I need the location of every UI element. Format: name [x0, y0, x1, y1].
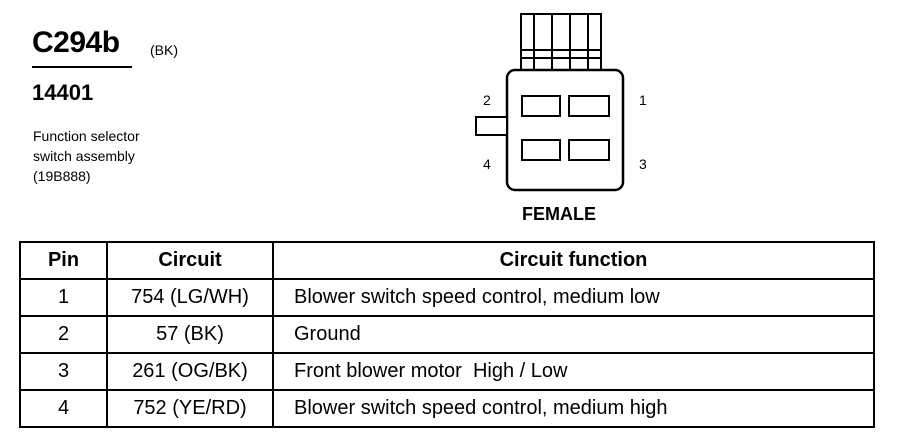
pin-cell: 1	[19, 278, 108, 317]
table-row: 2 57 (BK) Ground	[19, 315, 875, 354]
circuit-function-cell: Ground	[272, 315, 875, 354]
pin-cell: 2	[19, 315, 108, 354]
circuit-cell: 57 (BK)	[106, 315, 274, 354]
circuit-function-cell: Blower switch speed control, medium low	[272, 278, 875, 317]
pin-cavity-1	[568, 95, 610, 117]
pin-label-2: 2	[483, 92, 491, 108]
circuit-function-cell: Blower switch speed control, medium high	[272, 389, 875, 428]
pin-label-4: 4	[483, 156, 491, 172]
table-row: 3 261 (OG/BK) Front blower motor High / …	[19, 352, 875, 391]
connector-color: (BK)	[150, 42, 178, 58]
circuit-cell: 261 (OG/BK)	[106, 352, 274, 391]
pin-cavity-3	[568, 139, 610, 161]
description-line: (19B888)	[33, 168, 91, 184]
pin-cavity-4	[521, 139, 561, 161]
circuit-cell: 754 (LG/WH)	[106, 278, 274, 317]
connector-id: C294b	[32, 26, 120, 59]
header-circuit: Circuit	[106, 241, 274, 280]
circuit-function-cell: Front blower motor High / Low	[272, 352, 875, 391]
description-line: switch assembly	[33, 148, 135, 164]
connector-gender-caption: FEMALE	[522, 204, 596, 224]
table-header-row: Pin Circuit Circuit function	[19, 241, 875, 280]
pinout-table: Pin Circuit Circuit function 1 754 (LG/W…	[19, 241, 875, 428]
connector-body	[505, 68, 625, 192]
pin-cavity-2	[521, 95, 561, 117]
circuit-cell: 752 (YE/RD)	[106, 389, 274, 428]
header-pin: Pin	[19, 241, 108, 280]
connector-face-diagram	[475, 13, 625, 192]
pin-label-3: 3	[639, 156, 647, 172]
connector-key	[475, 116, 508, 136]
title-underline	[32, 66, 132, 68]
pin-cell: 3	[19, 352, 108, 391]
table-row: 4 752 (YE/RD) Blower switch speed contro…	[19, 389, 875, 428]
description-line: Function selector	[33, 128, 140, 144]
pin-label-1: 1	[639, 92, 647, 108]
pin-cell: 4	[19, 389, 108, 428]
connector-latch	[520, 13, 602, 71]
part-number: 14401	[32, 80, 94, 105]
header-circuit-function: Circuit function	[272, 241, 875, 280]
table-row: 1 754 (LG/WH) Blower switch speed contro…	[19, 278, 875, 317]
component-description: Function selector switch assembly (19B88…	[33, 126, 140, 186]
